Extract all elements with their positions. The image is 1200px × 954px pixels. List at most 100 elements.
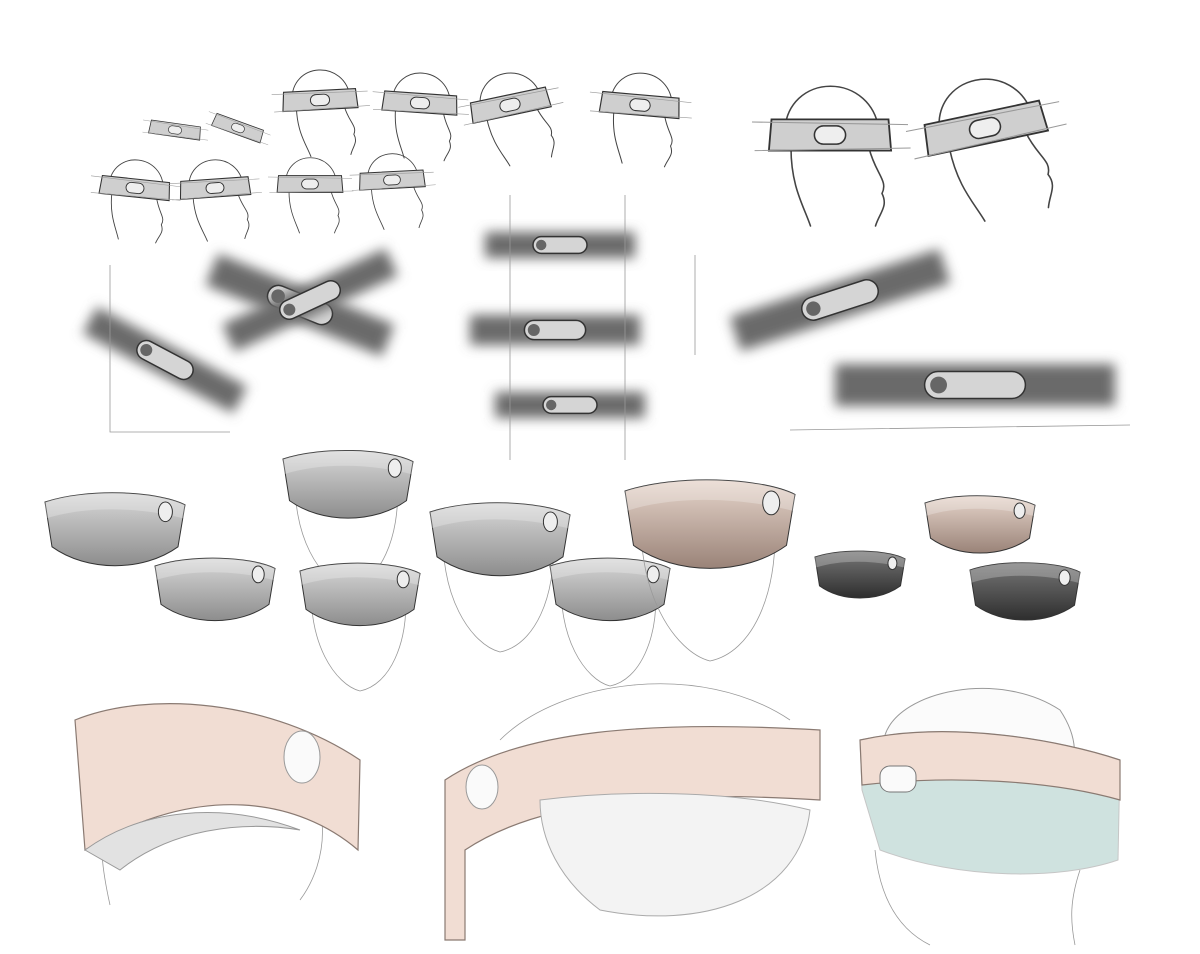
visor-shell xyxy=(624,479,796,569)
headset-render-variants xyxy=(44,449,1081,692)
band-button xyxy=(387,458,402,478)
band-button xyxy=(168,125,182,135)
button-knob xyxy=(546,399,557,411)
band-detail-render xyxy=(485,232,635,258)
band-button xyxy=(499,97,521,113)
headband-strip xyxy=(300,563,420,586)
band-button xyxy=(1013,502,1026,519)
construction-lines xyxy=(267,176,354,193)
headset-render xyxy=(814,550,906,599)
band-detail-render xyxy=(470,315,640,345)
construction-lines xyxy=(905,101,1067,160)
visor-shell xyxy=(44,492,186,567)
large-peach-headset-center xyxy=(444,683,821,941)
visor-shell xyxy=(299,562,421,627)
head-outline xyxy=(285,157,340,234)
head-band-thumbnail xyxy=(349,153,436,230)
construction-lines xyxy=(271,90,370,113)
headband-strip xyxy=(625,479,795,512)
construction-lines xyxy=(372,91,469,115)
band-button xyxy=(523,319,587,341)
head-band-thumbnail xyxy=(205,111,271,146)
head-outline xyxy=(560,571,657,687)
band-button xyxy=(396,570,410,589)
headset-render xyxy=(549,557,671,687)
headset-render xyxy=(154,557,276,622)
headband-strip xyxy=(970,562,1080,584)
button-knob xyxy=(806,301,821,316)
headset-render xyxy=(282,449,414,590)
construction-lines xyxy=(349,171,436,191)
band-button xyxy=(887,556,898,571)
head-outline xyxy=(291,69,356,158)
construction-lines xyxy=(109,195,1131,460)
visor-shell xyxy=(924,495,1036,554)
headband-strip xyxy=(430,502,570,529)
head-band-thumbnail xyxy=(905,78,1067,222)
band-button xyxy=(532,235,588,255)
head-outline xyxy=(442,518,554,653)
button-knob xyxy=(140,344,153,357)
head-outline xyxy=(640,499,776,662)
head-band-thumbnail xyxy=(169,159,262,242)
visor-shell xyxy=(282,449,414,519)
band-button xyxy=(646,565,660,584)
band-button xyxy=(125,181,145,195)
headset-render xyxy=(624,479,796,662)
construction-lines xyxy=(751,121,911,152)
band-button xyxy=(251,565,265,584)
band-button-detail-renders xyxy=(82,195,1131,460)
button-knob xyxy=(283,303,296,316)
head-band-thumbnail-sketches xyxy=(90,69,1067,244)
band-detail-render xyxy=(729,248,951,352)
head-outline xyxy=(391,72,452,162)
head-outline xyxy=(188,159,250,242)
head-outline xyxy=(783,85,886,227)
construction-lines xyxy=(589,91,692,119)
visor-shell xyxy=(429,502,571,577)
construction-lines xyxy=(205,111,271,146)
band-detail-render xyxy=(222,248,398,352)
head-band-thumbnail xyxy=(458,72,564,167)
band-button xyxy=(542,395,598,415)
band-button xyxy=(205,182,225,194)
button-knob xyxy=(536,239,547,251)
band-button xyxy=(383,174,401,186)
headband-strip xyxy=(283,450,413,475)
head-outline xyxy=(938,78,1054,222)
head-outline xyxy=(609,72,673,168)
head-outline xyxy=(479,72,555,167)
button-knob xyxy=(527,324,540,336)
band-button xyxy=(301,178,319,190)
construction-lines xyxy=(458,87,564,126)
headset-render xyxy=(299,562,421,692)
band-button xyxy=(968,116,1002,140)
visor-shell xyxy=(549,557,671,622)
head-band-thumbnail xyxy=(267,157,354,234)
headset-render xyxy=(969,562,1081,621)
band-detail-render xyxy=(495,392,645,418)
head-band-thumbnail xyxy=(142,119,209,141)
band-button xyxy=(409,96,431,110)
band-button xyxy=(629,98,651,112)
head-band-thumbnail xyxy=(90,159,181,244)
head-band-thumbnail xyxy=(372,72,469,162)
band-button xyxy=(1058,569,1071,586)
headband-strip xyxy=(815,551,905,568)
construction-lines xyxy=(169,178,262,201)
band-detail-render xyxy=(82,306,248,414)
visor-shell xyxy=(814,550,906,599)
head-band-thumbnail xyxy=(751,85,911,227)
construction-lines xyxy=(90,175,181,201)
visor-shell xyxy=(154,557,276,622)
head-band-thumbnail xyxy=(589,72,692,168)
headset-render xyxy=(44,492,186,567)
head-band-thumbnail xyxy=(271,69,370,158)
band-button xyxy=(813,125,847,145)
band-button xyxy=(542,511,558,533)
headband-strip xyxy=(155,558,275,581)
head-outline xyxy=(367,153,424,230)
head-outline xyxy=(108,159,164,244)
construction-lines xyxy=(142,119,209,141)
